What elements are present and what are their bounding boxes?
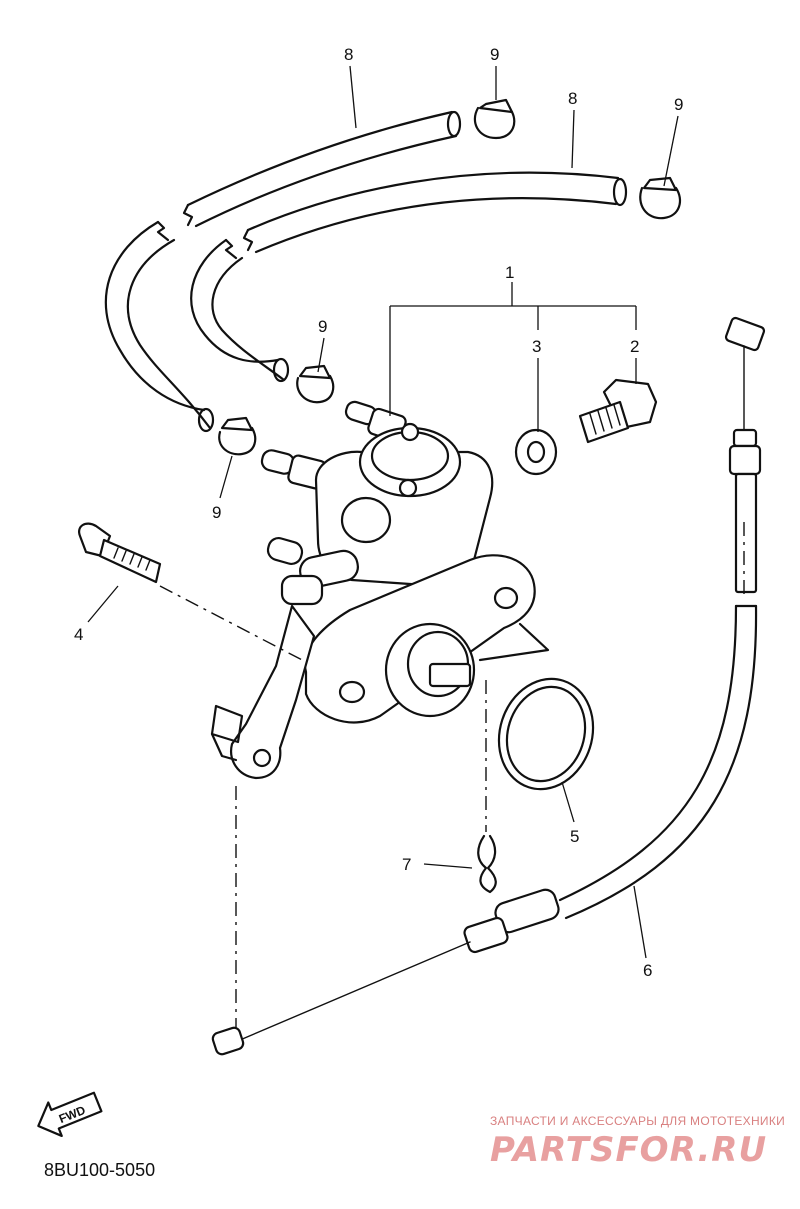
- watermark-tagline: ЗАПЧАСТИ И АКСЕССУАРЫ ДЛЯ МОТОТЕХНИКИ: [490, 1114, 786, 1128]
- hose-left-bend-outer: [104, 220, 215, 433]
- callout-9-top-center: 9: [490, 45, 499, 64]
- callout-9-left: 9: [212, 503, 221, 522]
- callout-1: 1: [505, 263, 514, 282]
- hose-upper-right: [242, 171, 628, 254]
- callout-8-upper-left: 8: [344, 45, 353, 64]
- assembly-lines: [159, 522, 745, 1028]
- hose-clip-mid: [296, 364, 335, 404]
- hose-clip-right: [639, 176, 682, 220]
- watermark-logo: PARTSFOR.RU: [490, 1130, 768, 1170]
- banjo-bolt: [578, 378, 658, 444]
- cable-clip: [477, 834, 497, 894]
- callout-3: 3: [532, 337, 541, 356]
- pump-control-cable: [211, 316, 766, 1056]
- fwd-arrow: FWD: [37, 1091, 103, 1138]
- callout-7: 7: [402, 855, 411, 874]
- hose-left-bend-inner: [190, 238, 290, 383]
- callout-9-mid: 9: [318, 317, 327, 336]
- leader-lines: [87, 65, 679, 959]
- o-ring: [497, 677, 595, 791]
- hose-clip-left: [218, 416, 257, 456]
- pump-mounting-flange: [303, 554, 550, 724]
- callout-9-right: 9: [674, 95, 683, 114]
- oil-pump-body: [280, 422, 494, 606]
- callout-4: 4: [74, 625, 83, 644]
- hose-clip-top-center: [473, 98, 516, 140]
- callout-numbers: 1 2 3 4 5 6 7 8 8 9 9 9 9: [74, 45, 683, 980]
- sealing-washer: [514, 428, 558, 476]
- callout-8-upper-right: 8: [568, 89, 577, 108]
- pump-nipple-lower: [266, 537, 304, 565]
- pump-mounting-bolt: [78, 522, 162, 584]
- drawing-number: 8BU100-5050: [44, 1160, 156, 1180]
- hose-upper-left: [182, 110, 462, 228]
- callout-2: 2: [630, 337, 639, 356]
- callout-6: 6: [643, 961, 652, 980]
- pump-lever-arm: [210, 604, 316, 780]
- callout-5: 5: [570, 827, 579, 846]
